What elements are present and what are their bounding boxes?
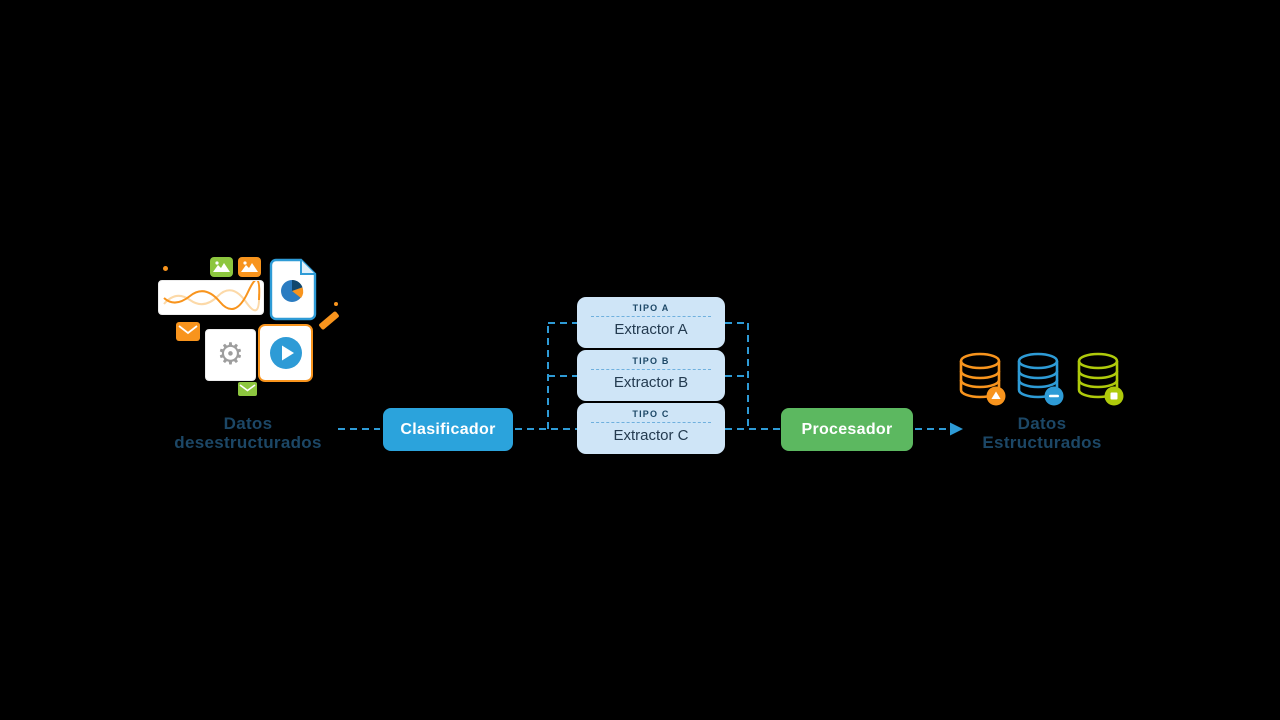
gear-glyph: ⚙ <box>217 338 244 371</box>
extractor-type-label: TIPO B <box>591 350 711 370</box>
source-label: Datos desestructurados <box>150 414 346 452</box>
extractor-name-label: Extractor A <box>614 321 688 338</box>
processor-node: Procesador <box>781 408 913 451</box>
line-chart-icon <box>158 280 264 315</box>
email-icon <box>176 322 200 341</box>
decorative-dot <box>163 266 168 271</box>
processor-label: Procesador <box>801 420 893 438</box>
classifier-label: Clasificador <box>400 420 496 438</box>
extractor-type-label: TIPO A <box>591 297 711 317</box>
output-label-line2: Estructurados <box>982 432 1102 452</box>
extractor-name-label: Extractor C <box>613 427 689 444</box>
database-green-icon <box>1076 352 1124 408</box>
image-icon <box>238 257 261 277</box>
square-badge-icon <box>1110 392 1118 400</box>
minus-badge-icon <box>1049 394 1059 398</box>
classifier-node: Clasificador <box>383 408 513 451</box>
video-play-icon <box>258 324 313 382</box>
source-label-line1: Datos <box>223 414 273 433</box>
extractor-type-label: TIPO C <box>591 403 711 423</box>
database-orange-icon <box>958 352 1006 408</box>
output-label-line1: Datos <box>1017 414 1067 433</box>
extractor-box-c: TIPO C Extractor C <box>577 403 725 454</box>
source-label-line2: desestructurados <box>174 432 322 452</box>
pencil-icon <box>318 310 340 331</box>
settings-gear-icon: ⚙ <box>205 329 256 381</box>
output-label: Datos Estructurados <box>958 414 1126 452</box>
email-icon-small <box>238 382 257 396</box>
database-blue-icon <box>1016 352 1064 408</box>
document-pie-icon <box>268 258 318 321</box>
extractor-box-b: TIPO B Extractor B <box>577 350 725 401</box>
image-icon <box>210 257 233 277</box>
decorative-dot <box>334 302 338 306</box>
extractor-name-label: Extractor B <box>613 374 689 391</box>
arrow-up-badge-icon <box>991 391 1001 399</box>
extractor-box-a: TIPO A Extractor A <box>577 297 725 348</box>
